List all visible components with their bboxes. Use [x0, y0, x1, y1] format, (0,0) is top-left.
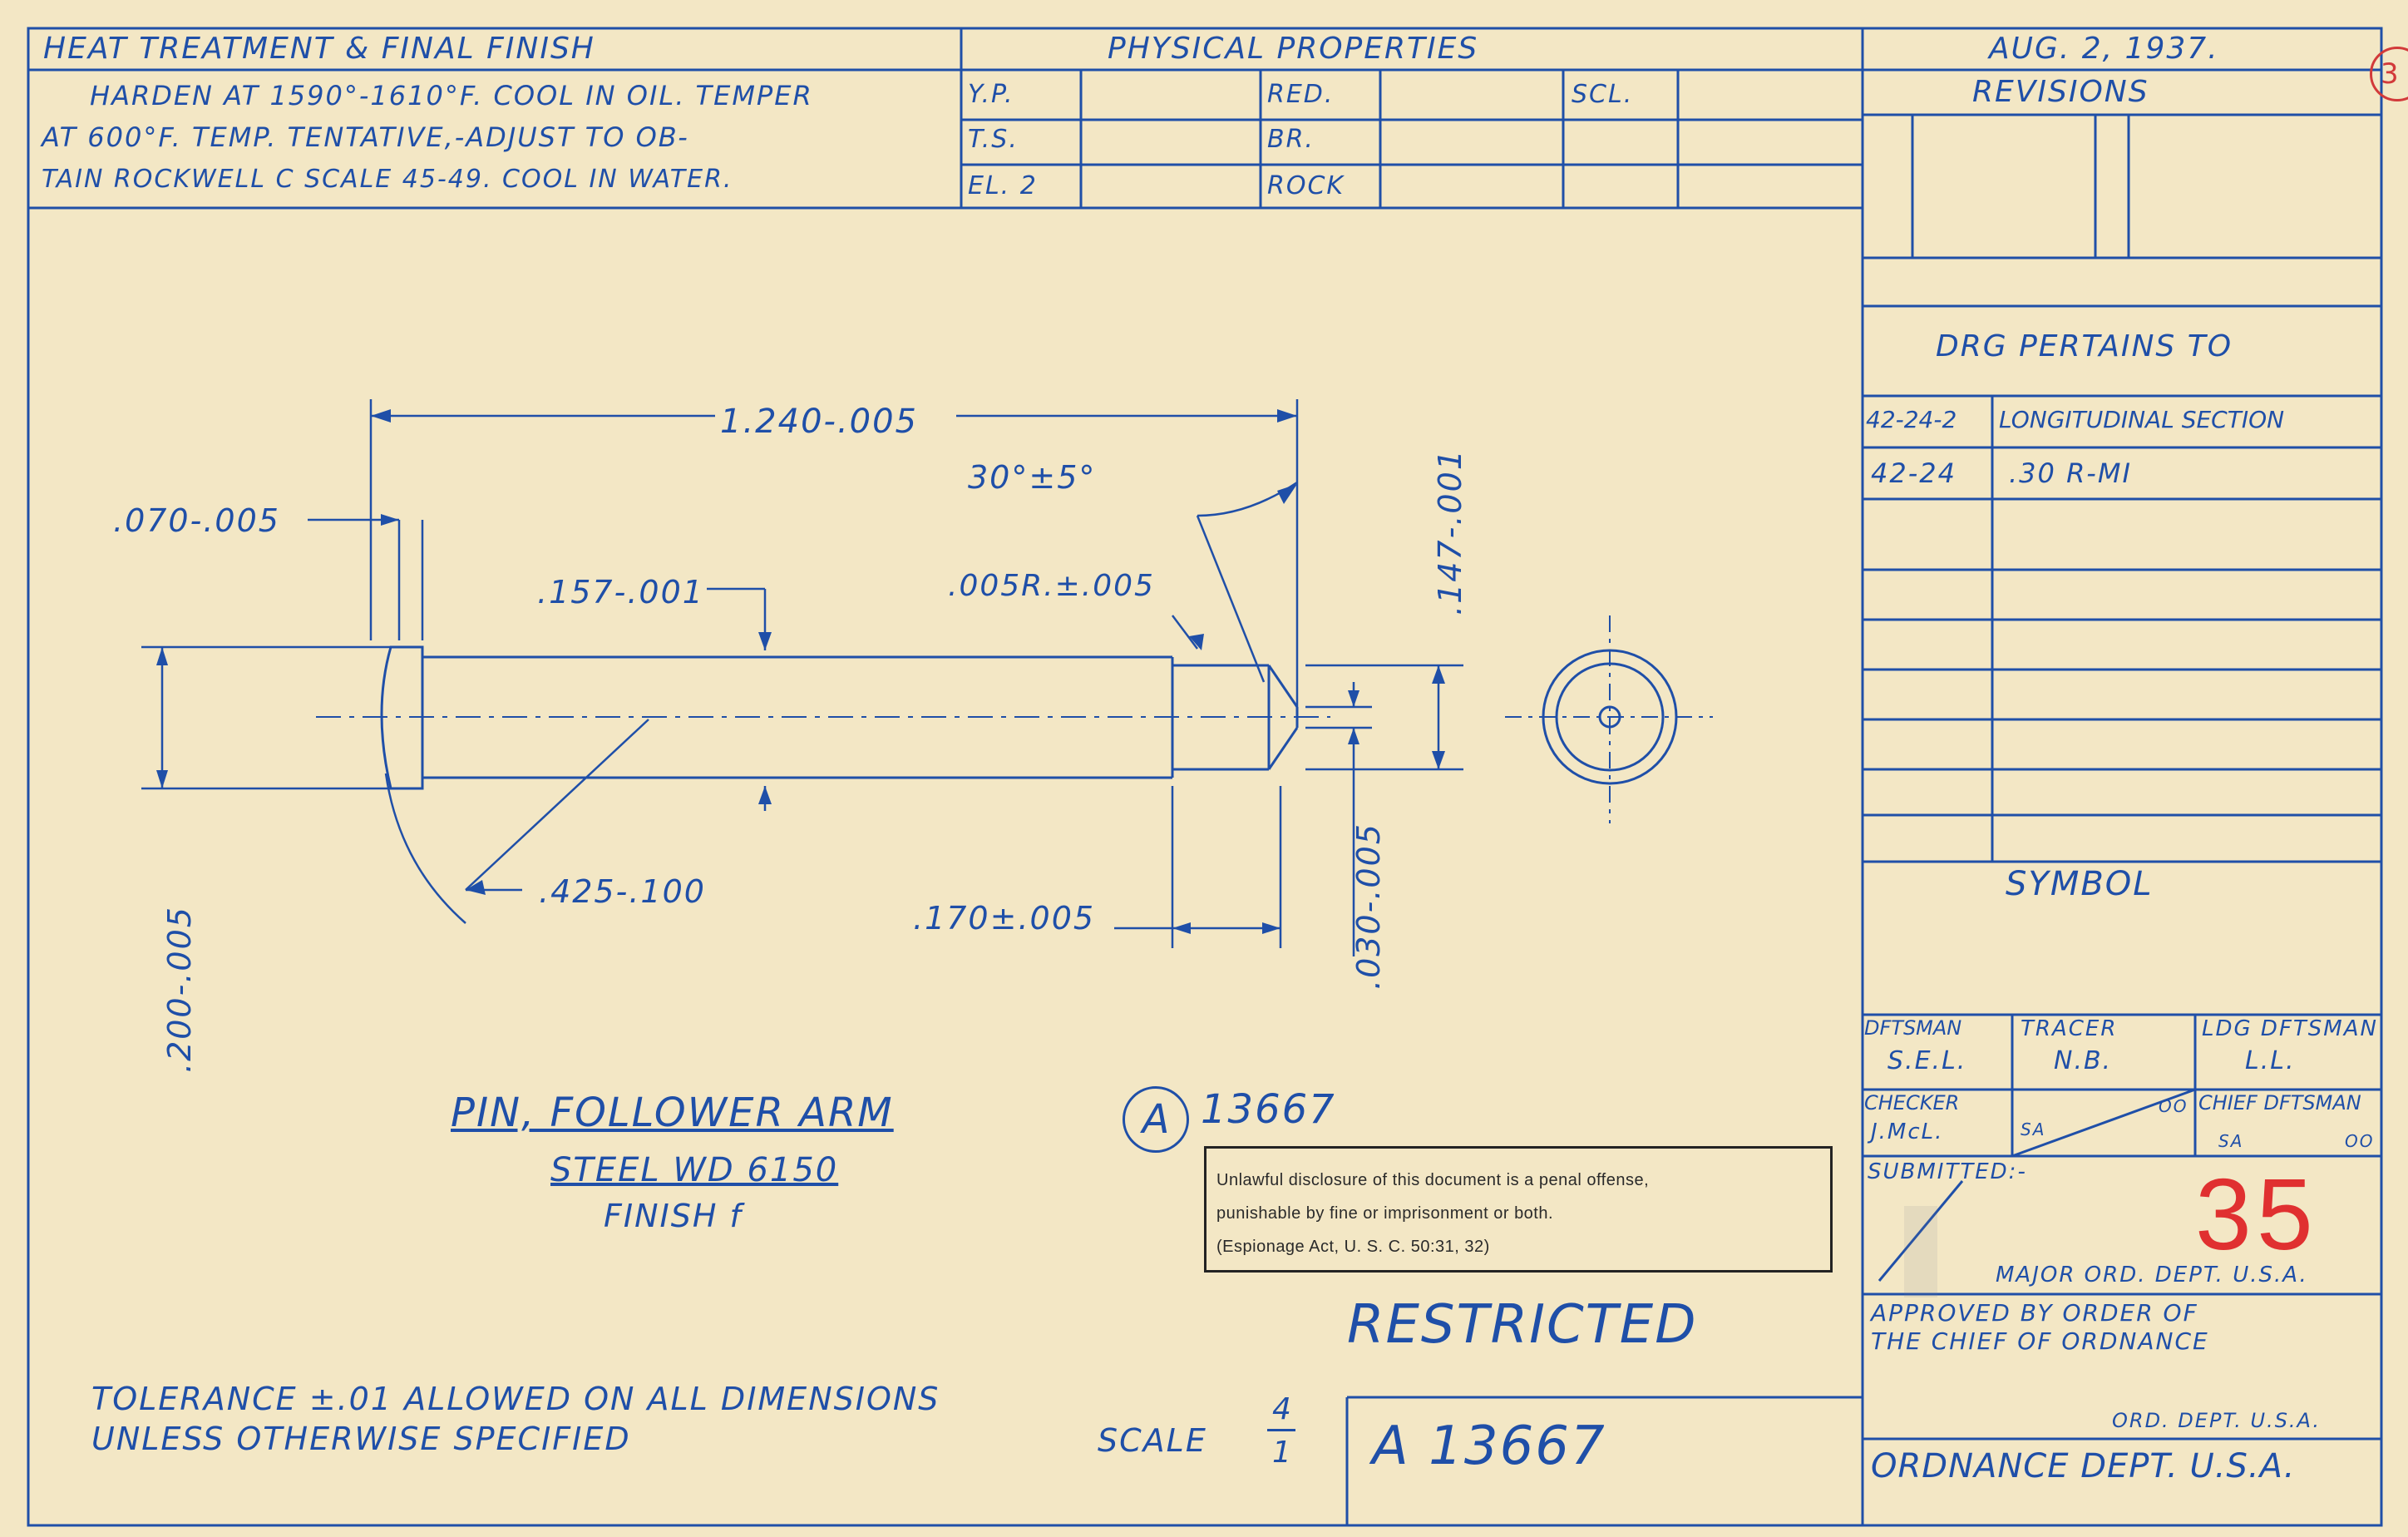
- drawing-number: A 13667: [1372, 1416, 1606, 1477]
- pertains-code-2: 42-24: [1871, 457, 1956, 489]
- oo-left: OO: [2159, 1096, 2188, 1116]
- dim-shank: .157-.001: [537, 574, 704, 610]
- part-finish: FINISH f: [604, 1198, 743, 1234]
- red-sheet-number: 35: [2195, 1158, 2318, 1271]
- scale-label: SCALE: [1098, 1422, 1207, 1459]
- heat-treatment-line1: HARDEN AT 1590°-1610°F. COOL IN OIL. TEM…: [90, 80, 813, 111]
- heat-treatment-line3: TAIN ROCKWELL C SCALE 45-49. COOL IN WAT…: [42, 165, 733, 194]
- dim-radius: .005R.±.005: [948, 569, 1155, 603]
- part-material: STEEL WD 6150: [550, 1151, 839, 1189]
- scale-fraction-bar: [1267, 1429, 1295, 1431]
- prop-rock: ROCK: [1267, 171, 1345, 200]
- sa-right: SA: [2218, 1131, 2244, 1151]
- dim-tip: .147-.001: [1432, 448, 1468, 615]
- tracer-label: TRACER: [2021, 1016, 2118, 1041]
- ldg-dftsman-initials: L.L.: [2245, 1046, 2296, 1075]
- part-name: PIN, FOLLOWER ARM: [451, 1090, 894, 1136]
- pertains-code-1: 42-24-2: [1866, 406, 1957, 433]
- submitted-label: SUBMITTED:-: [1868, 1159, 2027, 1184]
- dim-head-thickness: .070-.005: [113, 502, 280, 539]
- notice-line2: punishable by fine or imprisonment or bo…: [1216, 1204, 1554, 1223]
- approved-line2: THE CHIEF OF ORDNANCE: [1871, 1327, 2209, 1355]
- ldg-dftsman-label: LDG DFTSMAN: [2202, 1016, 2378, 1041]
- tolerance-line2: UNLESS OTHERWISE SPECIFIED: [91, 1421, 631, 1457]
- dftsman-initials: S.E.L.: [1887, 1046, 1967, 1075]
- dftsman-label: DFTSMAN: [1864, 1016, 1962, 1040]
- part-number: 13667: [1201, 1086, 1336, 1133]
- dim-point: .030-.005: [1350, 823, 1387, 990]
- checker-label: CHECKER: [1864, 1091, 1960, 1114]
- prop-ts: T.S.: [968, 125, 1019, 154]
- tolerance-line1: TOLERANCE ±.01 ALLOWED ON ALL DIMENSIONS: [91, 1381, 940, 1417]
- tracer-initials: N.B.: [2054, 1046, 2113, 1075]
- approved-line1: APPROVED BY ORDER OF: [1871, 1299, 2198, 1327]
- faded-stamp: [1904, 1206, 1937, 1297]
- notice-line3: (Espionage Act, U. S. C. 50:31, 32): [1216, 1238, 1490, 1256]
- espionage-notice: Unlawful disclosure of this document is …: [1204, 1146, 1833, 1273]
- pertains-desc-1: LONGITUDINAL SECTION: [1999, 406, 2285, 433]
- ord-dept-small: ORD. DEPT. U.S.A.: [2112, 1409, 2322, 1432]
- heat-treatment-header: HEAT TREATMENT & FINAL FINISH: [43, 32, 595, 66]
- sa-left: SA: [2021, 1119, 2046, 1139]
- pertains-desc-2: .30 R-MI: [2009, 457, 2132, 489]
- prop-red: RED.: [1267, 80, 1335, 109]
- notice-line1: Unlawful disclosure of this document is …: [1216, 1171, 1650, 1189]
- circled-mark: 3: [2370, 47, 2408, 101]
- dim-overall: 1.240-.005: [720, 403, 919, 441]
- major-label: MAJOR ORD. DEPT. U.S.A.: [1996, 1263, 2308, 1287]
- prop-br: BR.: [1267, 125, 1315, 154]
- arrowheads: [156, 409, 1445, 934]
- pertains-header: DRG PERTAINS TO: [1936, 329, 2233, 363]
- dim-chamfer: .170±.005: [913, 900, 1096, 937]
- checker-initials: J.McL.: [1871, 1119, 1944, 1144]
- revisions-label: REVISIONS: [1972, 75, 2149, 109]
- outer-border: [27, 27, 2383, 1527]
- prop-scl: SCL.: [1572, 80, 1634, 109]
- symbol-label: SYMBOL: [2006, 865, 2154, 903]
- scale-denominator: 1: [1272, 1436, 1293, 1470]
- dim-arc: .425-.100: [539, 873, 706, 910]
- dimension-lines: [141, 399, 1463, 956]
- dim-head-dia: .200-.005: [161, 906, 198, 1073]
- heat-treatment-line2: AT 600°F. TEMP. TENTATIVE,-ADJUST TO OB-: [42, 121, 689, 153]
- restricted-label: RESTRICTED: [1347, 1294, 1698, 1356]
- part-prefix-circle: A: [1123, 1086, 1189, 1153]
- chief-dftsman-label: CHIEF DFTSMAN: [2198, 1091, 2361, 1114]
- oo-right: OO: [2345, 1131, 2375, 1151]
- ordnance-dept: ORDNANCE DEPT. U.S.A.: [1871, 1447, 2296, 1485]
- prop-yp: Y.P.: [968, 80, 1014, 109]
- prop-el: EL. 2: [968, 171, 1038, 200]
- dim-angle: 30°±5°: [968, 459, 1097, 496]
- drawing-date: AUG. 2, 1937.: [1989, 32, 2219, 66]
- physical-properties-header: PHYSICAL PROPERTIES: [1108, 32, 1479, 66]
- scale-numerator: 4: [1272, 1392, 1293, 1426]
